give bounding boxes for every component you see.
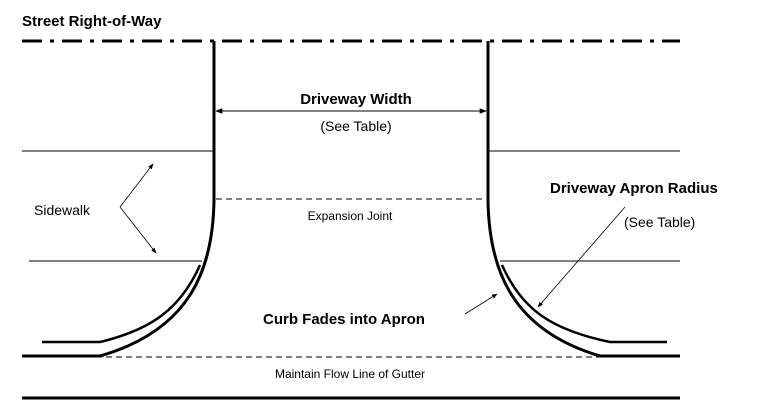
title-street-right-of-way: Street Right-of-Way — [22, 13, 162, 30]
driveway-edge-right — [486, 41, 680, 358]
driveway-width-label: Driveway Width — [300, 91, 412, 108]
apron-radius-note: (See Table) — [624, 214, 695, 230]
curb-fades-label: Curb Fades into Apron — [263, 311, 425, 328]
apron-curve-right — [500, 264, 667, 344]
apron-curve-left — [42, 264, 202, 344]
expansion-joint-label: Expansion Joint — [308, 209, 393, 223]
apron-radius-arrow — [537, 206, 626, 308]
driveway-edge-left — [22, 41, 216, 358]
sidewalk-label: Sidewalk — [34, 202, 91, 218]
sidewalk-arrow-down — [119, 206, 157, 254]
flow-line-label: Maintain Flow Line of Gutter — [275, 367, 425, 381]
apron-radius-label: Driveway Apron Radius — [550, 180, 718, 197]
sidewalk-arrow-up — [119, 163, 154, 208]
driveway-width-note: (See Table) — [320, 118, 391, 134]
curb-fades-arrow — [464, 293, 498, 315]
